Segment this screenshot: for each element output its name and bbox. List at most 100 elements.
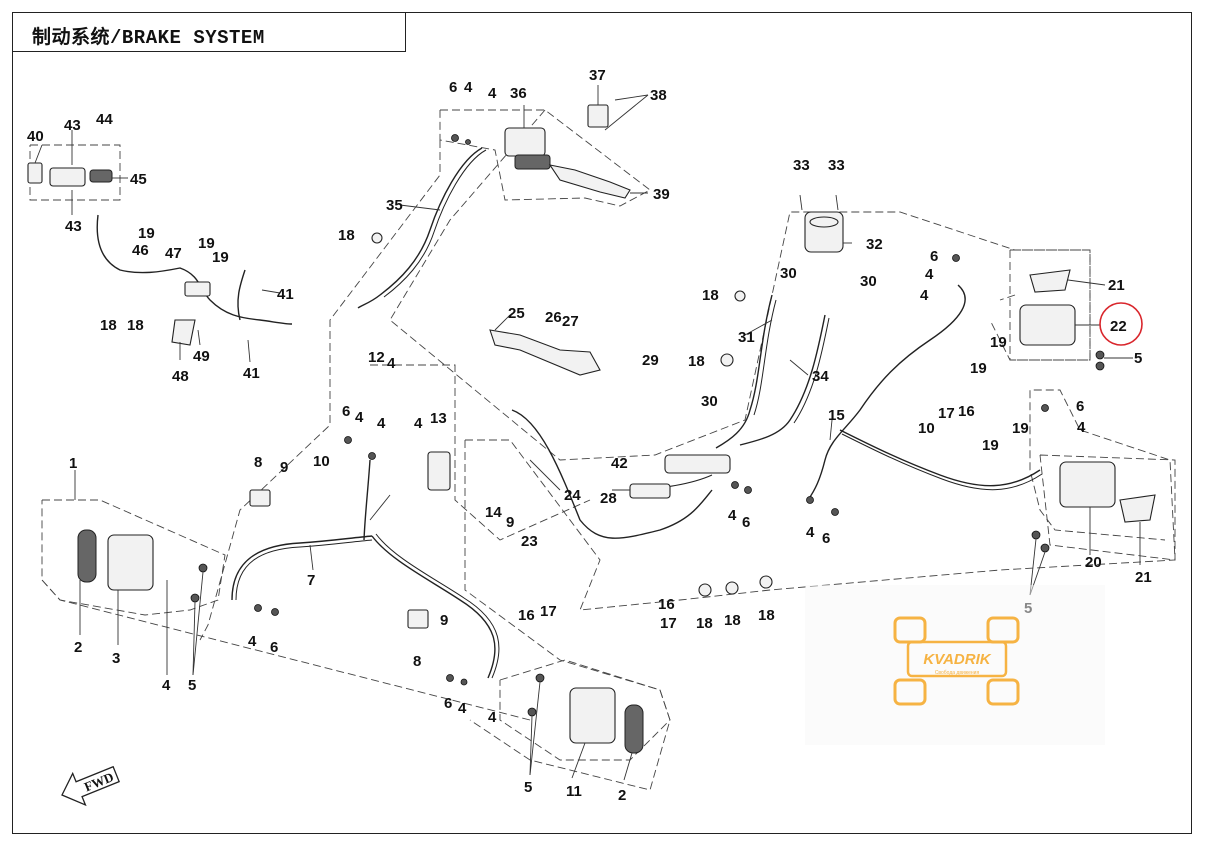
callout-4j: 4 (414, 415, 423, 432)
brake-lines (96, 147, 1043, 679)
callout-18: 18 (338, 227, 355, 244)
callout-19b: 19 (198, 235, 215, 252)
callout-18d: 18 (702, 287, 719, 304)
callout-18c: 18 (127, 317, 144, 334)
callout-43b: 43 (65, 218, 82, 235)
callout-22: 22 (1110, 318, 1127, 335)
diagram-frame (12, 12, 1192, 834)
callout-19d: 19 (990, 334, 1007, 351)
callout-39: 39 (653, 186, 670, 203)
callout-21b: 21 (1135, 569, 1152, 586)
callout-18e: 18 (688, 353, 705, 370)
fwd-label: FWD (82, 769, 116, 794)
title-box (12, 12, 406, 52)
callout-30b: 30 (780, 265, 797, 282)
callout-16c: 16 (958, 403, 975, 420)
callout-12: 12 (368, 349, 385, 366)
callout-18g: 18 (724, 612, 741, 629)
callout-21: 21 (1108, 277, 1125, 294)
callout-labels: 1 2 3 4 5 6 4 7 8 9 10 11 2 5 6 4 4 8 9 … (27, 67, 1152, 804)
callout-41: 41 (277, 286, 294, 303)
callout-19: 19 (138, 225, 155, 242)
callout-10b: 10 (918, 420, 935, 437)
callout-2b: 2 (618, 787, 626, 804)
callout-9b: 9 (440, 612, 448, 629)
callout-24: 24 (564, 487, 581, 504)
callout-45: 45 (130, 171, 147, 188)
callout-18b: 18 (100, 317, 117, 334)
callout-41b: 41 (243, 365, 260, 382)
callout-16b: 16 (658, 596, 675, 613)
callout-18h: 18 (758, 607, 775, 624)
callout-4l: 4 (806, 524, 815, 541)
callout-4n: 4 (920, 287, 929, 304)
callout-6c: 6 (449, 79, 457, 96)
callout-20: 20 (1085, 554, 1102, 571)
callout-11: 11 (566, 783, 582, 800)
parts (27, 104, 1156, 754)
callout-1: 1 (69, 455, 77, 472)
callout-17: 17 (540, 603, 557, 620)
callout-4e: 4 (464, 79, 473, 96)
highlight-circle-22 (1099, 302, 1143, 346)
callout-19e: 19 (970, 360, 987, 377)
callout-27: 27 (562, 313, 579, 330)
callout-36: 36 (510, 85, 527, 102)
callout-32: 32 (866, 236, 883, 253)
callout-30: 30 (701, 393, 718, 410)
callout-26: 26 (545, 309, 562, 326)
diagram-title: 制动系统/BRAKE SYSTEM (32, 27, 265, 49)
callout-19c: 19 (212, 249, 229, 266)
callout-17b: 17 (660, 615, 677, 632)
callout-46: 46 (132, 242, 149, 259)
callout-4h: 4 (377, 415, 386, 432)
callout-9c: 9 (506, 514, 514, 531)
callout-6: 6 (270, 639, 278, 656)
callout-19f: 19 (982, 437, 999, 454)
callout-33b: 33 (828, 157, 845, 174)
callout-4: 4 (162, 677, 171, 694)
callout-43: 43 (64, 117, 81, 134)
callout-6b: 6 (444, 695, 452, 712)
callout-35: 35 (386, 197, 403, 214)
callout-40: 40 (27, 128, 44, 145)
callout-42: 42 (611, 455, 628, 472)
callout-18f: 18 (696, 615, 713, 632)
callout-6f: 6 (822, 530, 830, 547)
callout-6d: 6 (342, 403, 350, 420)
callout-31: 31 (738, 329, 755, 346)
callout-4f: 4 (488, 85, 497, 102)
group-outlines (29, 109, 1176, 791)
callout-10: 10 (313, 453, 330, 470)
callout-5d: 5 (1134, 350, 1142, 367)
fwd-arrow: FWD (61, 765, 120, 807)
callout-5b: 5 (524, 779, 532, 796)
watermark-logo: KVADRIK Свобода движения (805, 585, 1105, 745)
callout-13: 13 (430, 410, 447, 427)
callout-4c: 4 (458, 700, 467, 717)
callout-34: 34 (812, 368, 829, 385)
callout-47: 47 (165, 245, 182, 262)
callout-28: 28 (600, 490, 617, 507)
callout-19g: 19 (1012, 420, 1029, 437)
callout-49: 49 (193, 348, 210, 365)
callout-4b: 4 (248, 633, 257, 650)
callout-4m: 4 (925, 266, 934, 283)
callout-48: 48 (172, 368, 189, 385)
callout-29: 29 (642, 352, 659, 369)
callout-33: 33 (793, 157, 810, 174)
callout-4g: 4 (355, 409, 364, 426)
callout-6h: 6 (1076, 398, 1084, 415)
callout-30c: 30 (860, 273, 877, 290)
callout-4k: 4 (728, 507, 737, 524)
callout-7: 7 (307, 572, 315, 589)
callout-3: 3 (112, 650, 120, 667)
callout-17c: 17 (938, 405, 955, 422)
callout-4d: 4 (488, 709, 497, 726)
callout-44: 44 (96, 111, 113, 128)
callout-2: 2 (74, 639, 82, 656)
watermark-tagline: Свобода движения (935, 670, 980, 676)
callout-25: 25 (508, 305, 525, 322)
